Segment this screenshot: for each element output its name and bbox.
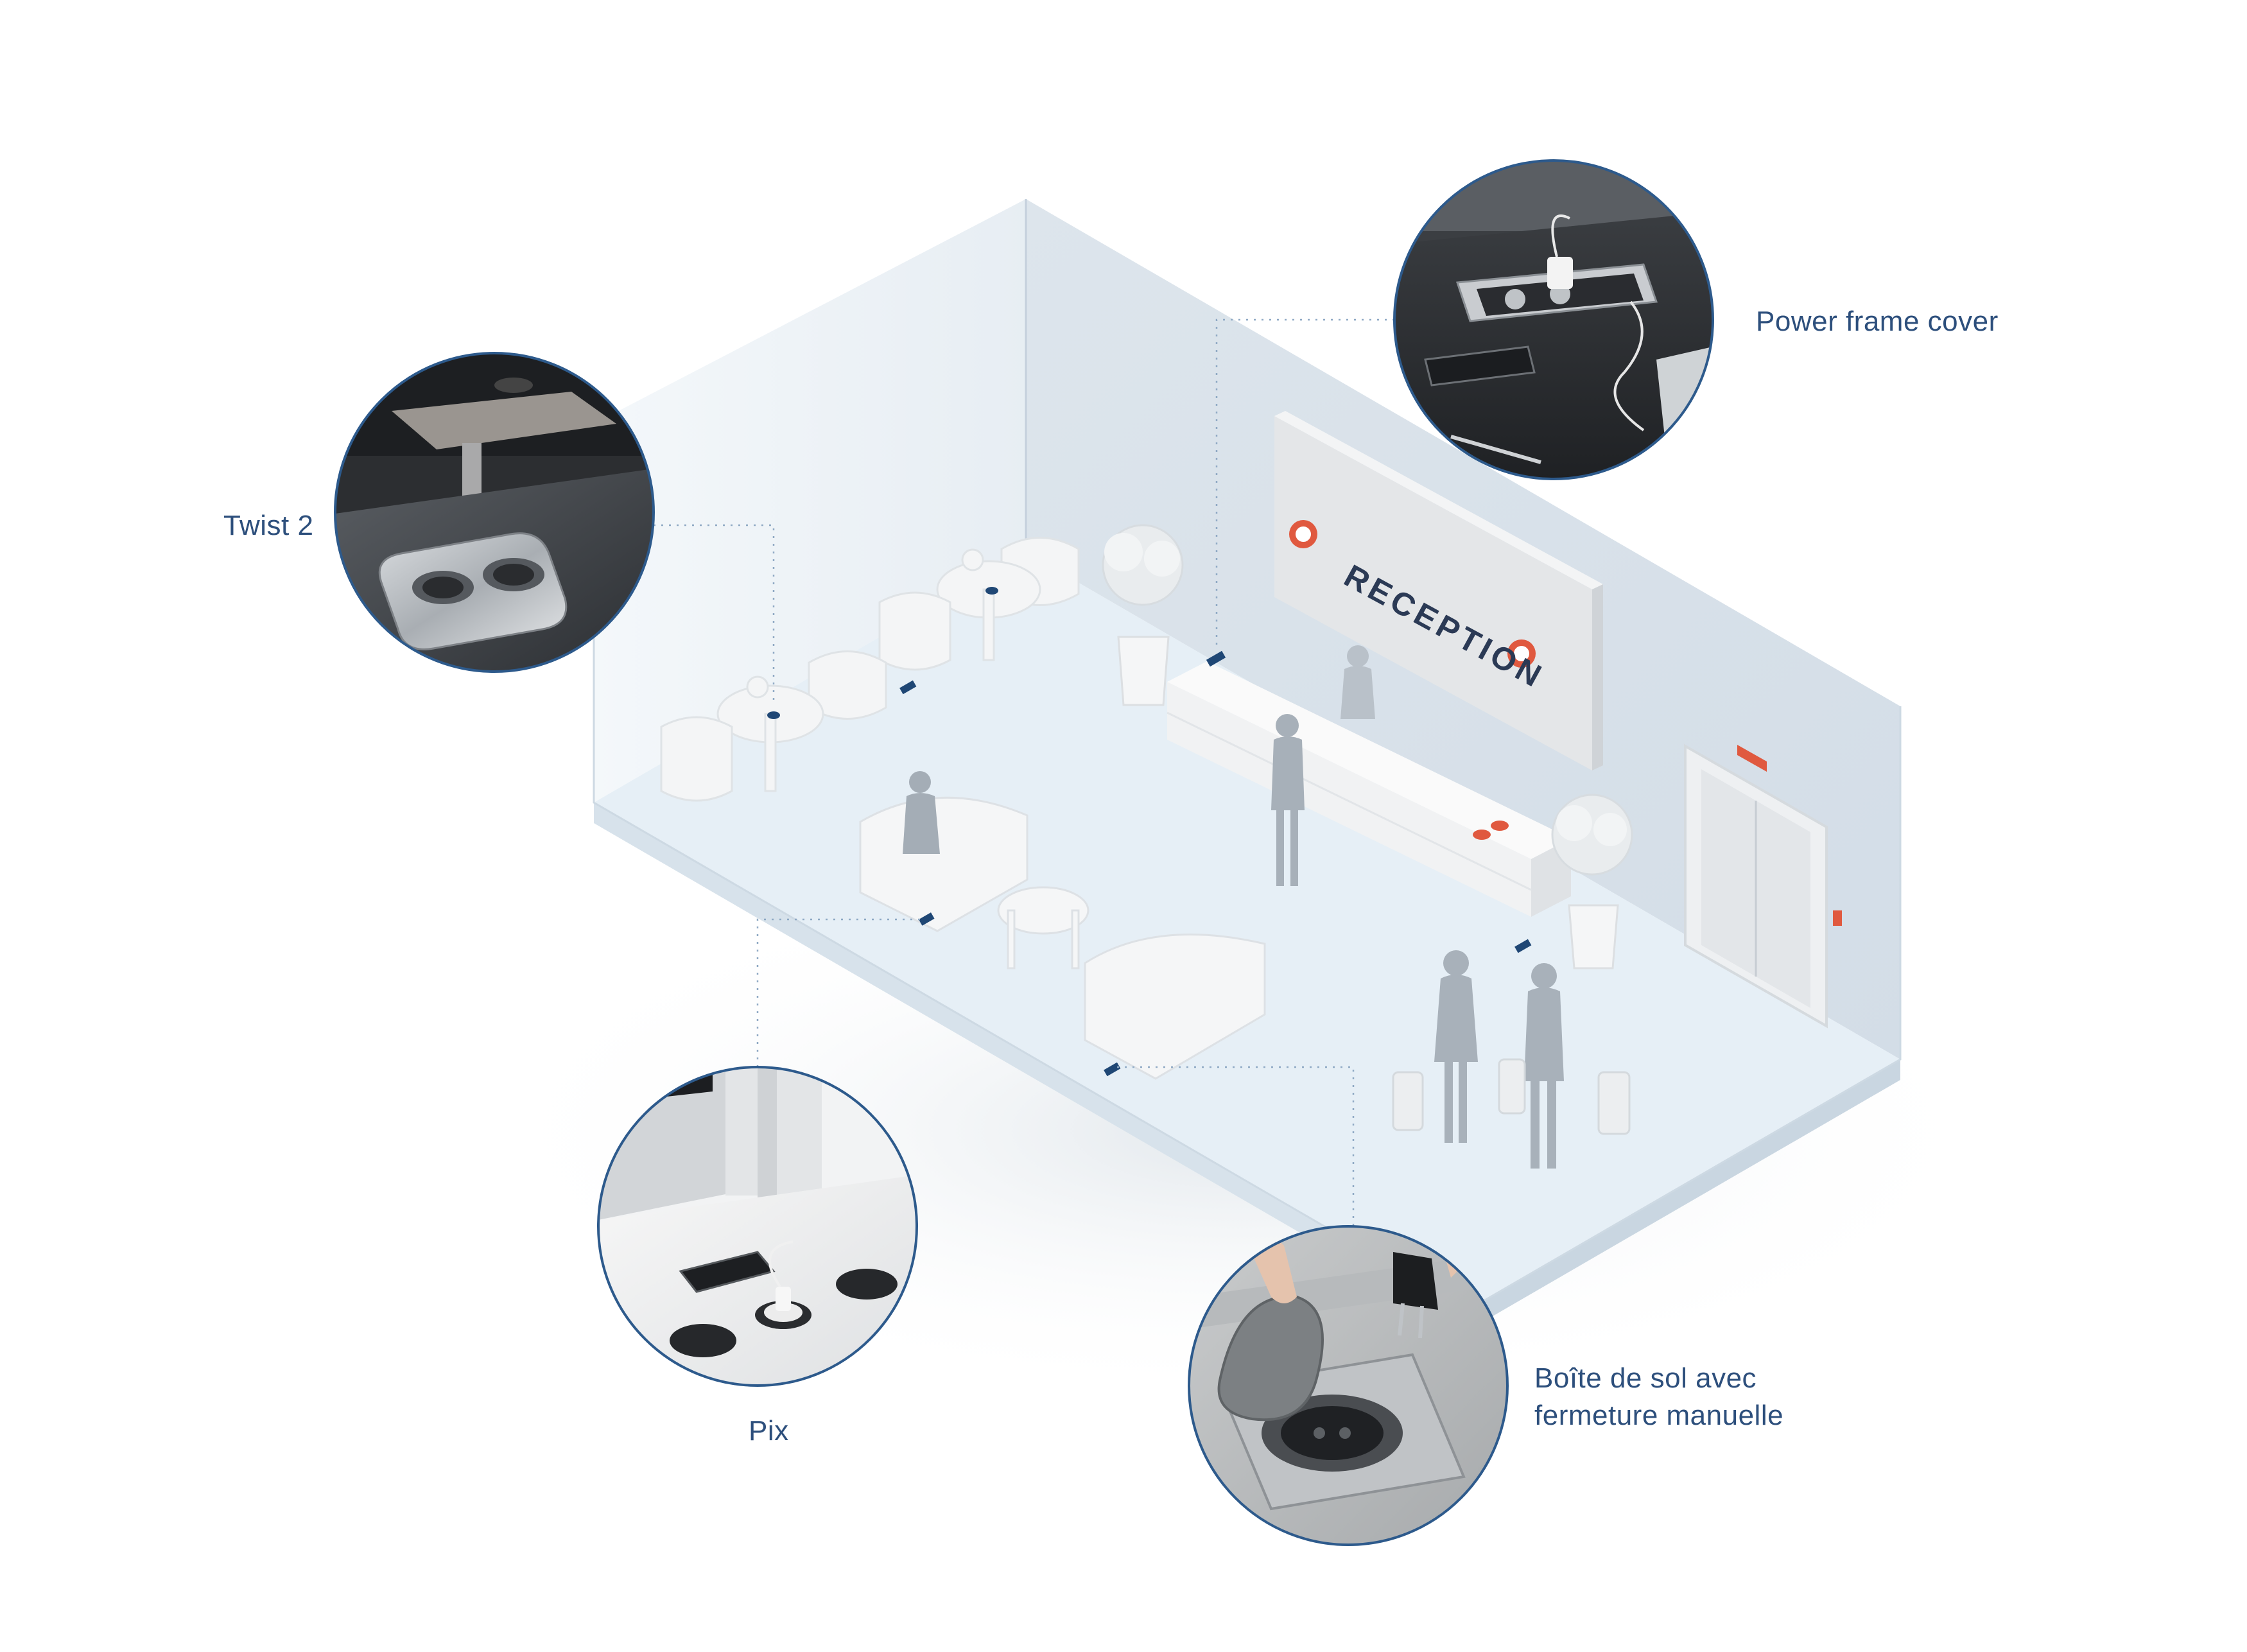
- plant-back: [1102, 524, 1184, 706]
- pix-ring: [597, 1066, 918, 1387]
- power-frame-unit: [1455, 214, 1658, 322]
- callout-power-frame-cover: [1393, 159, 1714, 480]
- power-frame-photo: [1394, 161, 1713, 479]
- wall-lamp-right: [1507, 639, 1536, 668]
- reception-panel: RECEPTION: [1274, 411, 1603, 770]
- twist-2-ring: [334, 352, 655, 673]
- pix-label: Pix: [749, 1415, 789, 1447]
- callout-twist-2: [334, 352, 655, 673]
- travellers: [1392, 950, 1631, 1169]
- socket-marker-desk: [1206, 650, 1226, 667]
- floor: [594, 552, 1900, 1310]
- pix-unit-center: [755, 1240, 811, 1329]
- socket-marker-floor-1: [899, 680, 917, 695]
- lounge-area: [859, 650, 1532, 1080]
- socket-marker-table-1: [985, 587, 998, 595]
- floor-box-label: Boîte de sol avec fermeture manuelle: [1534, 1360, 1783, 1434]
- pix-unit-right: [836, 1269, 898, 1300]
- socket-marker-table-2: [767, 711, 780, 719]
- leader-twist: [654, 524, 775, 701]
- twist-2-socket-unit: [378, 532, 568, 650]
- floor-box-label-line-2: fermeture manuelle: [1534, 1400, 1784, 1431]
- socket-marker-floor-3: [1104, 1062, 1121, 1077]
- floor-box-lid: [1217, 1295, 1324, 1422]
- floor-box-photo: [1189, 1226, 1507, 1545]
- cafe-area: [660, 537, 1080, 802]
- floor-box-ring: [1188, 1225, 1509, 1546]
- callout-pix: [597, 1066, 918, 1387]
- callout-floor-box: [1188, 1225, 1509, 1546]
- receptionist-figure: [1340, 645, 1375, 719]
- pix-photo: [598, 1067, 917, 1386]
- wall-lamp-left: [1289, 520, 1317, 548]
- twist-2-photo: [335, 353, 654, 672]
- left-wall: [594, 199, 1026, 803]
- socket-marker-floor-4: [1514, 939, 1532, 953]
- leader-pix: [756, 918, 920, 1067]
- elevator: [1684, 743, 1842, 1029]
- pix-unit-left: [670, 1324, 736, 1357]
- power-frame-cover-label: Power frame cover: [1756, 306, 1999, 337]
- callout-leaders: [654, 318, 1394, 1226]
- floor-edge-front: [594, 803, 1468, 1330]
- power-frame-ring: [1393, 159, 1714, 480]
- seated-person: [903, 771, 940, 854]
- reception-desk: [1167, 645, 1571, 917]
- socket-marker-floor-2: [918, 912, 935, 926]
- plant-front: [1551, 794, 1633, 969]
- leader-floor-box: [1117, 1066, 1355, 1226]
- leader-power-frame: [1215, 318, 1394, 645]
- guest-figure: [1271, 714, 1305, 886]
- twist-2-label: Twist 2: [223, 510, 314, 541]
- floor-box-label-line-1: Boîte de sol avec: [1534, 1362, 1757, 1394]
- floor-edge-side: [1468, 1059, 1900, 1330]
